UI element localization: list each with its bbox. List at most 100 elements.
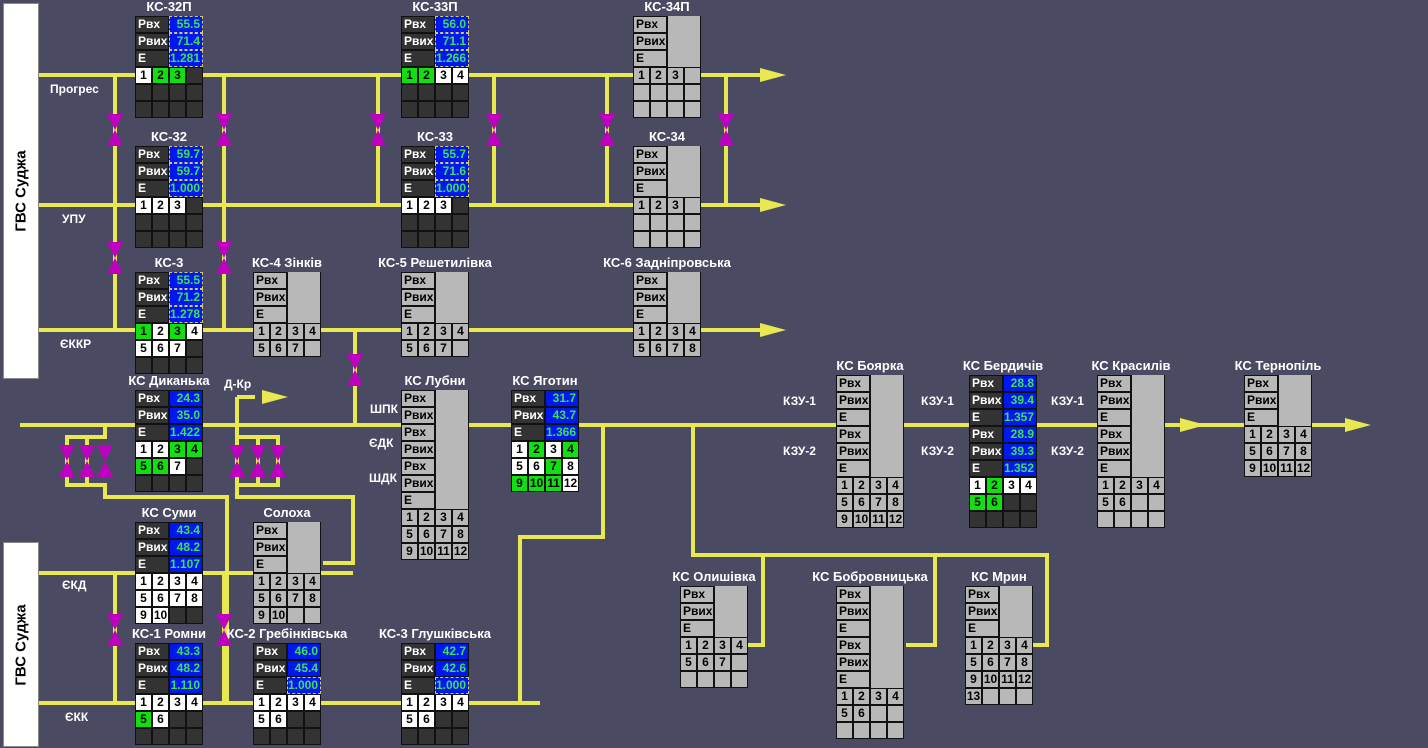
unit-cell[interactable]: 3: [435, 197, 452, 214]
unit-cell[interactable]: 6: [418, 711, 435, 728]
unit-cell[interactable]: 7: [667, 340, 684, 357]
unit-cell[interactable]: [287, 728, 304, 745]
unit-cell[interactable]: 11: [870, 511, 887, 528]
unit-cell[interactable]: 10: [982, 671, 999, 688]
unit-cell[interactable]: [152, 101, 169, 118]
unit-cell[interactable]: [186, 214, 203, 231]
unit-cell[interactable]: 3: [169, 197, 186, 214]
unit-cell[interactable]: [633, 101, 650, 118]
unit-cell[interactable]: [401, 84, 418, 101]
unit-cell[interactable]: 5: [135, 340, 152, 357]
unit-cell[interactable]: 4: [887, 688, 904, 705]
unit-cell[interactable]: [401, 728, 418, 745]
unit-cell[interactable]: 8: [452, 526, 469, 543]
unit-cell[interactable]: [435, 101, 452, 118]
unit-cell[interactable]: [169, 475, 186, 492]
unit-cell[interactable]: 5: [401, 340, 418, 357]
unit-cell[interactable]: [870, 722, 887, 739]
unit-cell[interactable]: 4: [452, 694, 469, 711]
valve-icon[interactable]: [79, 445, 95, 477]
unit-cell[interactable]: 8: [887, 494, 904, 511]
valve-icon[interactable]: [107, 114, 123, 146]
unit-cell[interactable]: [452, 728, 469, 745]
unit-cell[interactable]: 1: [135, 197, 152, 214]
unit-cell[interactable]: [1020, 511, 1037, 528]
unit-cell[interactable]: 3: [435, 509, 452, 526]
unit-cell[interactable]: 4: [452, 509, 469, 526]
unit-cell[interactable]: [435, 231, 452, 248]
unit-cell[interactable]: 1: [836, 477, 853, 494]
unit-cell[interactable]: 3: [169, 323, 186, 340]
unit-cell[interactable]: 3: [169, 441, 186, 458]
unit-cell[interactable]: 6: [528, 458, 545, 475]
unit-cell[interactable]: 11: [999, 671, 1016, 688]
unit-cell[interactable]: 2: [152, 441, 169, 458]
unit-cell[interactable]: [1148, 511, 1165, 528]
unit-cell[interactable]: [986, 511, 1003, 528]
unit-cell[interactable]: 2: [1114, 477, 1131, 494]
unit-cell[interactable]: [401, 231, 418, 248]
unit-cell[interactable]: 7: [169, 458, 186, 475]
unit-cell[interactable]: [186, 67, 203, 84]
unit-cell[interactable]: [650, 214, 667, 231]
unit-cell[interactable]: 4: [304, 694, 321, 711]
valve-icon[interactable]: [347, 354, 363, 386]
unit-cell[interactable]: 4: [186, 441, 203, 458]
unit-cell[interactable]: [1131, 494, 1148, 511]
unit-cell[interactable]: 2: [986, 477, 1003, 494]
unit-cell[interactable]: [135, 231, 152, 248]
unit-cell[interactable]: 1: [836, 688, 853, 705]
unit-cell[interactable]: [969, 511, 986, 528]
unit-cell[interactable]: [887, 705, 904, 722]
unit-cell[interactable]: 1: [1244, 426, 1261, 443]
valve-icon[interactable]: [216, 614, 232, 646]
unit-cell[interactable]: 3: [667, 197, 684, 214]
unit-cell[interactable]: [1003, 511, 1020, 528]
unit-cell[interactable]: [418, 728, 435, 745]
unit-cell[interactable]: 9: [401, 543, 418, 560]
unit-cell[interactable]: 3: [287, 323, 304, 340]
unit-cell[interactable]: 6: [1261, 443, 1278, 460]
unit-cell[interactable]: [684, 101, 701, 118]
unit-cell[interactable]: 5: [401, 526, 418, 543]
unit-cell[interactable]: 8: [684, 340, 701, 357]
unit-cell[interactable]: [435, 711, 452, 728]
unit-cell[interactable]: 2: [152, 573, 169, 590]
unit-cell[interactable]: 7: [999, 654, 1016, 671]
unit-cell[interactable]: 1: [135, 573, 152, 590]
unit-cell[interactable]: 6: [853, 494, 870, 511]
unit-cell[interactable]: 12: [452, 543, 469, 560]
unit-cell[interactable]: 1: [680, 637, 697, 654]
unit-cell[interactable]: [1003, 494, 1020, 511]
unit-cell[interactable]: [152, 84, 169, 101]
unit-cell[interactable]: 4: [684, 323, 701, 340]
unit-cell[interactable]: [697, 671, 714, 688]
unit-cell[interactable]: [186, 475, 203, 492]
unit-cell[interactable]: 6: [1114, 494, 1131, 511]
unit-cell[interactable]: 4: [1295, 426, 1312, 443]
unit-cell[interactable]: 4: [1148, 477, 1165, 494]
unit-cell[interactable]: [270, 728, 287, 745]
unit-cell[interactable]: 5: [836, 494, 853, 511]
unit-cell[interactable]: 4: [731, 637, 748, 654]
unit-cell[interactable]: 5: [135, 711, 152, 728]
unit-cell[interactable]: [452, 101, 469, 118]
unit-cell[interactable]: 3: [1278, 426, 1295, 443]
unit-cell[interactable]: 1: [401, 694, 418, 711]
unit-cell[interactable]: 5: [836, 705, 853, 722]
unit-cell[interactable]: 5: [680, 654, 697, 671]
unit-cell[interactable]: 3: [287, 573, 304, 590]
unit-cell[interactable]: [650, 101, 667, 118]
unit-cell[interactable]: 7: [545, 458, 562, 475]
unit-cell[interactable]: [684, 67, 701, 84]
